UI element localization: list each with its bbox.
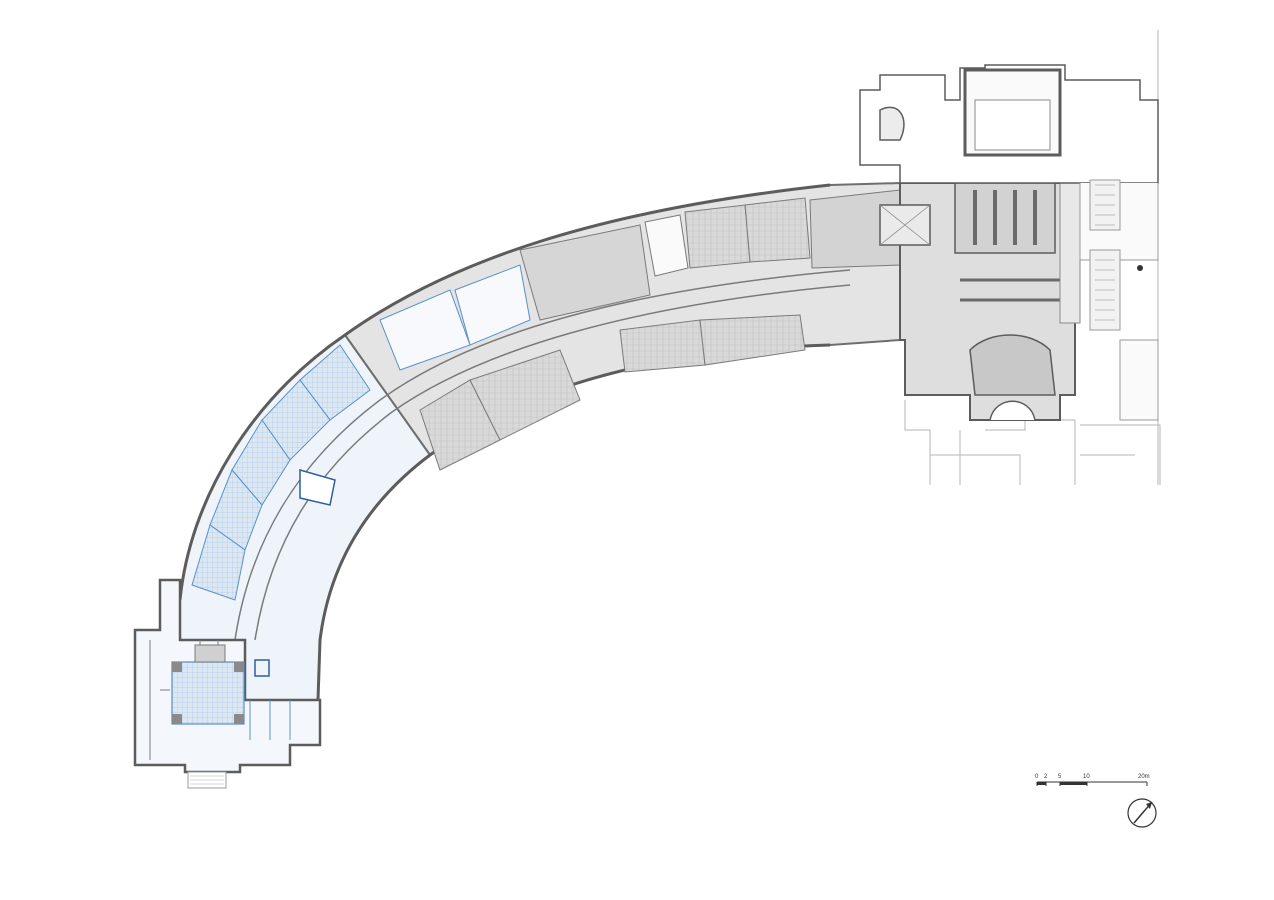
outer-facade — [178, 183, 831, 601]
scale-tick-5: 5 — [1058, 774, 1062, 780]
scale-tick-20m: 20m — [1138, 774, 1150, 780]
scale-tick-10: 10 — [1083, 774, 1090, 780]
west-pavilion — [133, 578, 322, 789]
east-block — [879, 182, 1081, 421]
scale-tick-2: 2 — [1044, 774, 1048, 780]
scale-bar: 0 2 5 10 20m — [1035, 774, 1150, 786]
north-arrow-icon — [1127, 798, 1157, 828]
curved-wing — [178, 181, 901, 701]
north-buildings — [859, 64, 1159, 421]
pavilion-hall — [171, 661, 245, 725]
scale-tick-0: 0 — [1035, 774, 1039, 780]
